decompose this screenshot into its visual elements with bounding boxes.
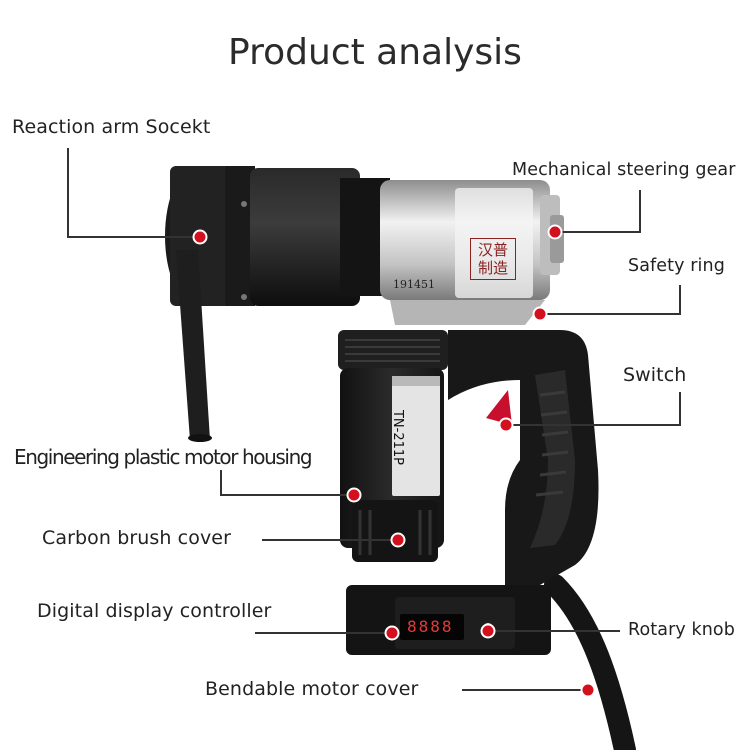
carbon-brush-cover-shape [352,500,438,562]
marker-motor-cover [580,682,596,698]
power-cable [544,574,636,750]
drive-cylinder [241,168,390,306]
label-motor-housing: Engineering plastic motor housing [14,445,313,469]
callout-markers [192,224,596,698]
handle-grip [448,330,599,585]
label-reaction-arm: Reaction arm Socekt [12,116,211,138]
tool-serial-number: 191451 [393,278,435,291]
marker-switch [498,417,514,433]
label-safety-ring: Safety ring [628,256,725,276]
label-display-controller: Digital display controller [37,600,272,622]
marker-motor-housing [346,487,362,503]
gearbox-housing [380,180,564,325]
display-readout: 8888 [407,617,454,636]
marker-rotary-knob [480,623,496,639]
marker-safety-ring [532,306,548,322]
label-brush-cover: Carbon brush cover [42,527,231,549]
tool-model-label: TN-211P [390,409,406,466]
marker-display-controller [384,625,400,641]
page-title: Product analysis [228,32,522,73]
marker-reaction-arm [192,229,208,245]
reaction-arm-socket [165,166,255,442]
label-rotary-knob: Rotary knob [628,620,735,640]
tool-brand-mark: 汉普制造 [470,238,516,280]
label-switch: Switch [623,364,687,386]
marker-steering-gear [547,224,563,240]
leader-lines [67,148,681,691]
label-steering-gear: Mechanical steering gear [512,160,736,180]
trigger-switch [486,390,512,425]
marker-brush-cover [390,532,406,548]
label-motor-cover: Bendable motor cover [205,678,419,700]
